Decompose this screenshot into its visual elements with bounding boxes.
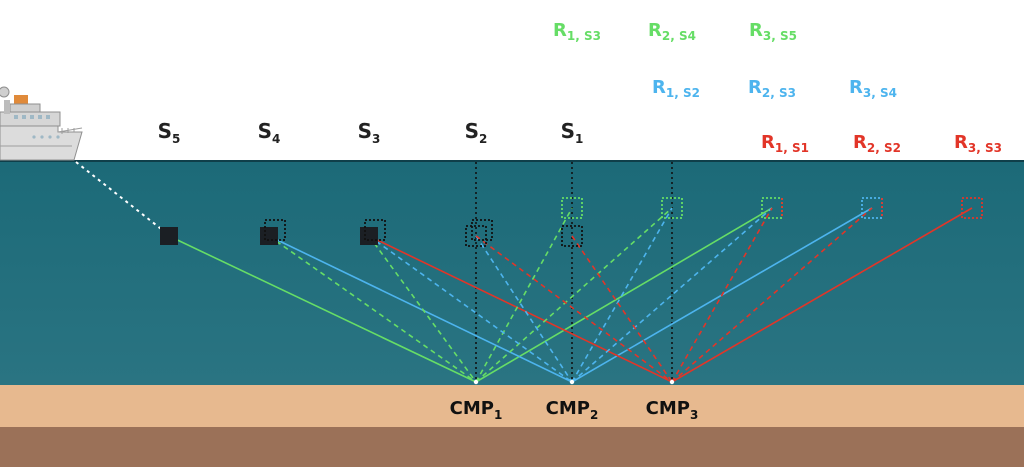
cmp-point — [669, 379, 675, 385]
green-ray-path — [475, 207, 773, 383]
survey-ship-icon — [0, 86, 83, 161]
green-ray-path — [475, 207, 673, 383]
source-label: S1 — [561, 119, 584, 146]
red-ray-path — [571, 235, 673, 383]
red-ray-path — [671, 207, 873, 383]
blue-ray-path — [475, 235, 573, 383]
receiver-label: R3, S3 — [954, 132, 1002, 155]
green-ray-path — [268, 235, 477, 383]
green-ray-path — [475, 207, 573, 383]
blue-ray-path — [268, 235, 573, 383]
blue-ray-path — [571, 207, 673, 383]
receiver-label: R1, S3 — [553, 20, 601, 43]
red-ray-path — [671, 207, 773, 383]
green-ray-path — [168, 235, 477, 383]
shot-point-marker — [360, 227, 378, 245]
tow-cable — [75, 161, 166, 233]
red-ray-path — [475, 235, 673, 383]
cmp-point — [473, 379, 479, 385]
receiver-marker — [661, 197, 683, 219]
cmp-point — [569, 379, 575, 385]
receiver-label: R1, S2 — [652, 77, 700, 100]
red-ray-path — [368, 235, 673, 383]
sky — [0, 0, 1024, 161]
source-label: S5 — [158, 119, 181, 146]
receiver-marker — [961, 197, 983, 219]
receiver-marker — [465, 225, 487, 247]
source-label: S3 — [358, 119, 381, 146]
receiver-marker — [471, 219, 493, 241]
red-ray-path — [671, 207, 973, 383]
green-ray-path — [368, 235, 477, 383]
receiver-marker — [561, 197, 583, 219]
source-label: S2 — [465, 119, 488, 146]
cmp-label: CMP2 — [546, 398, 599, 422]
shot-point-marker — [160, 227, 178, 245]
blue-ray-path — [368, 235, 573, 383]
receiver-label: R3, S5 — [749, 20, 797, 43]
cmp-label: CMP1 — [450, 398, 503, 422]
shot-point-marker — [260, 227, 278, 245]
blue-ray-path — [571, 207, 773, 383]
receiver-label: R2, S4 — [648, 20, 696, 43]
water-layer — [0, 161, 1024, 385]
receiver-label: R3, S4 — [849, 77, 897, 100]
receiver-marker — [264, 219, 286, 241]
source-label: S4 — [258, 119, 281, 146]
receiver-label: R2, S3 — [748, 77, 796, 100]
receiver-marker — [364, 219, 386, 241]
receiver-label: R1, S1 — [761, 132, 809, 155]
receiver-marker — [561, 225, 583, 247]
seafloor-layer — [0, 385, 1024, 427]
cmp-label: CMP3 — [646, 398, 699, 422]
bedrock-layer — [0, 427, 1024, 467]
receiver-label: R2, S2 — [853, 132, 901, 155]
